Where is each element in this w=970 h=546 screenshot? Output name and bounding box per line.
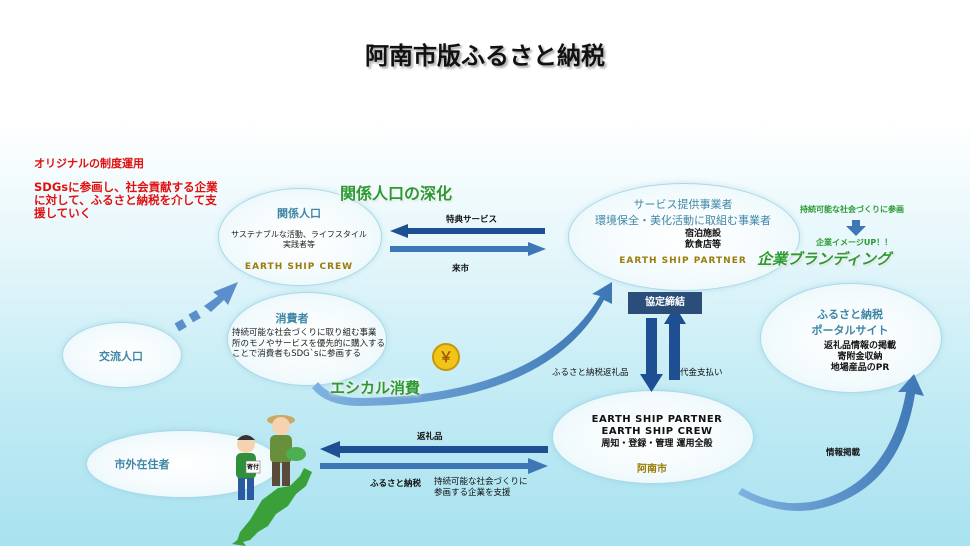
- intro-line: SDGsに参画し、社会貢献する企業: [34, 180, 218, 194]
- arrow-joho: [738, 374, 924, 511]
- portal-label-line: ふるさと納税: [817, 308, 883, 321]
- label-joho: 情報掲載: [826, 448, 861, 458]
- anan-line: EARTH SHIP CREW: [601, 426, 713, 437]
- portal-items: 返礼品情報の掲載 寄附金収納 地場産品のPR: [760, 341, 960, 374]
- anan-line: EARTH SHIP PARTNER: [591, 414, 723, 425]
- arrow-tokuten: [390, 224, 545, 238]
- kyotei-box: 協定締結: [628, 292, 702, 314]
- arrow-koryu: [204, 282, 238, 312]
- arrow-henreihin: [320, 441, 548, 458]
- portal-item: 地場産品のPR: [830, 363, 890, 373]
- label-support-line: 持続可能な社会づくりに: [434, 477, 528, 487]
- shohisha-desc: 持続可能な社会づくりに取り組む事業 所のモノやサービスを優先的に購入する ことで…: [232, 328, 402, 360]
- service-item: 宿泊施設: [684, 229, 721, 239]
- arrow-henrei-down: [640, 318, 663, 392]
- kankei-crew: EARTH SHIP CREW: [244, 262, 354, 272]
- koryu-ellipse: [62, 322, 182, 388]
- label-raishi: 来市: [452, 264, 470, 274]
- japan-map: [236, 468, 312, 544]
- anan-line: 周知・登録・管理 運用全般: [601, 439, 713, 449]
- kankei-desc: サステナブルな活動、ライフスタイル 実践者等: [218, 230, 380, 250]
- ethical-callout: エシカル消費: [330, 379, 421, 397]
- shohisha-desc-line: 持続可能な社会づくりに取り組む事業: [232, 328, 377, 338]
- label-support: 持続可能な社会づくりに 参画する企業を支援: [434, 477, 528, 499]
- intro-text: SDGsに参画し、社会貢献する企業 に対して、ふるさと納税を介して支 援していく: [34, 181, 218, 220]
- portal-label: ふるさと納税 ポータルサイト: [760, 306, 940, 338]
- service-desc: 環境保全・美化活動に取組む事業者: [595, 214, 771, 227]
- koryu-label: 交流人口: [99, 350, 143, 363]
- portal-ellipse: [760, 283, 942, 393]
- label-support-line: 参画する企業を支援: [434, 488, 511, 498]
- arrow-image-up: [846, 220, 866, 236]
- kankei-desc-line: 実践者等: [283, 240, 315, 249]
- dot: [174, 319, 187, 332]
- arrow-raishi: [390, 242, 546, 256]
- arrow-daikin-up: [664, 306, 686, 380]
- shohisha-desc-line: ことで消費者もSDG`sに参画する: [232, 349, 361, 359]
- anan-content: EARTH SHIP PARTNER EARTH SHIP CREW 周知・登録…: [562, 414, 752, 450]
- service-partner: EARTH SHIP PARTNER: [619, 256, 747, 266]
- label-tokuten: 特典サービス: [446, 215, 498, 225]
- fukaka-callout: 関係人口の深化: [340, 184, 453, 203]
- anan-ellipse: [552, 390, 754, 484]
- intro-line: に対して、ふるさと納税を介して支: [34, 193, 217, 207]
- service-items: 宿泊施設 飲食店等: [568, 229, 838, 251]
- page-title: 阿南市版ふるさと納税: [365, 42, 605, 70]
- anan-city: 阿南市: [637, 464, 667, 475]
- shohisha-label: 消費者: [275, 312, 309, 325]
- japan-map-island: [232, 538, 246, 546]
- intro-heading: オリジナルの制度運用: [34, 157, 144, 170]
- kankei-label: 関係人口: [277, 207, 321, 220]
- image-up-callout: 企業イメージUP！！: [816, 238, 893, 247]
- branding-callout: 企業ブランディング: [757, 250, 891, 268]
- arrow-furusato: [320, 458, 548, 474]
- label-furusato-henrei: ふるさと納税返礼品: [552, 368, 629, 378]
- dot: [188, 310, 201, 323]
- portal-item: 寄附金収納: [837, 352, 883, 362]
- yen-coin: [432, 343, 460, 371]
- label-henreihin: 返礼品: [417, 432, 443, 442]
- yen-symbol: ￥: [439, 350, 453, 366]
- farmer-figure-left: [236, 435, 261, 500]
- shigai-label: 市外在住者: [114, 458, 170, 471]
- kankei-desc-line: サステナブルな活動、ライフスタイル: [231, 230, 367, 239]
- shohisha-desc-line: 所のモノやサービスを優先的に購入する: [232, 338, 386, 349]
- portal-label-line: ポータルサイト: [811, 324, 889, 337]
- service-label: サービス提供事業者: [633, 198, 733, 211]
- farmer-figure-right: [267, 415, 306, 486]
- kankei-ellipse: [218, 188, 382, 286]
- shohisha-ellipse: [227, 292, 387, 386]
- sustain-callout: 持続可能な社会づくりに参画: [800, 205, 904, 214]
- donation-tag: 寄付: [246, 464, 259, 471]
- label-daikin: 代金支払い: [680, 368, 723, 378]
- service-ellipse: [568, 183, 800, 291]
- intro-line: 援していく: [34, 206, 92, 220]
- portal-item: 返礼品情報の掲載: [823, 341, 896, 351]
- label-furusato-nozei: ふるさと納税: [370, 479, 422, 489]
- service-item: 飲食店等: [684, 240, 721, 250]
